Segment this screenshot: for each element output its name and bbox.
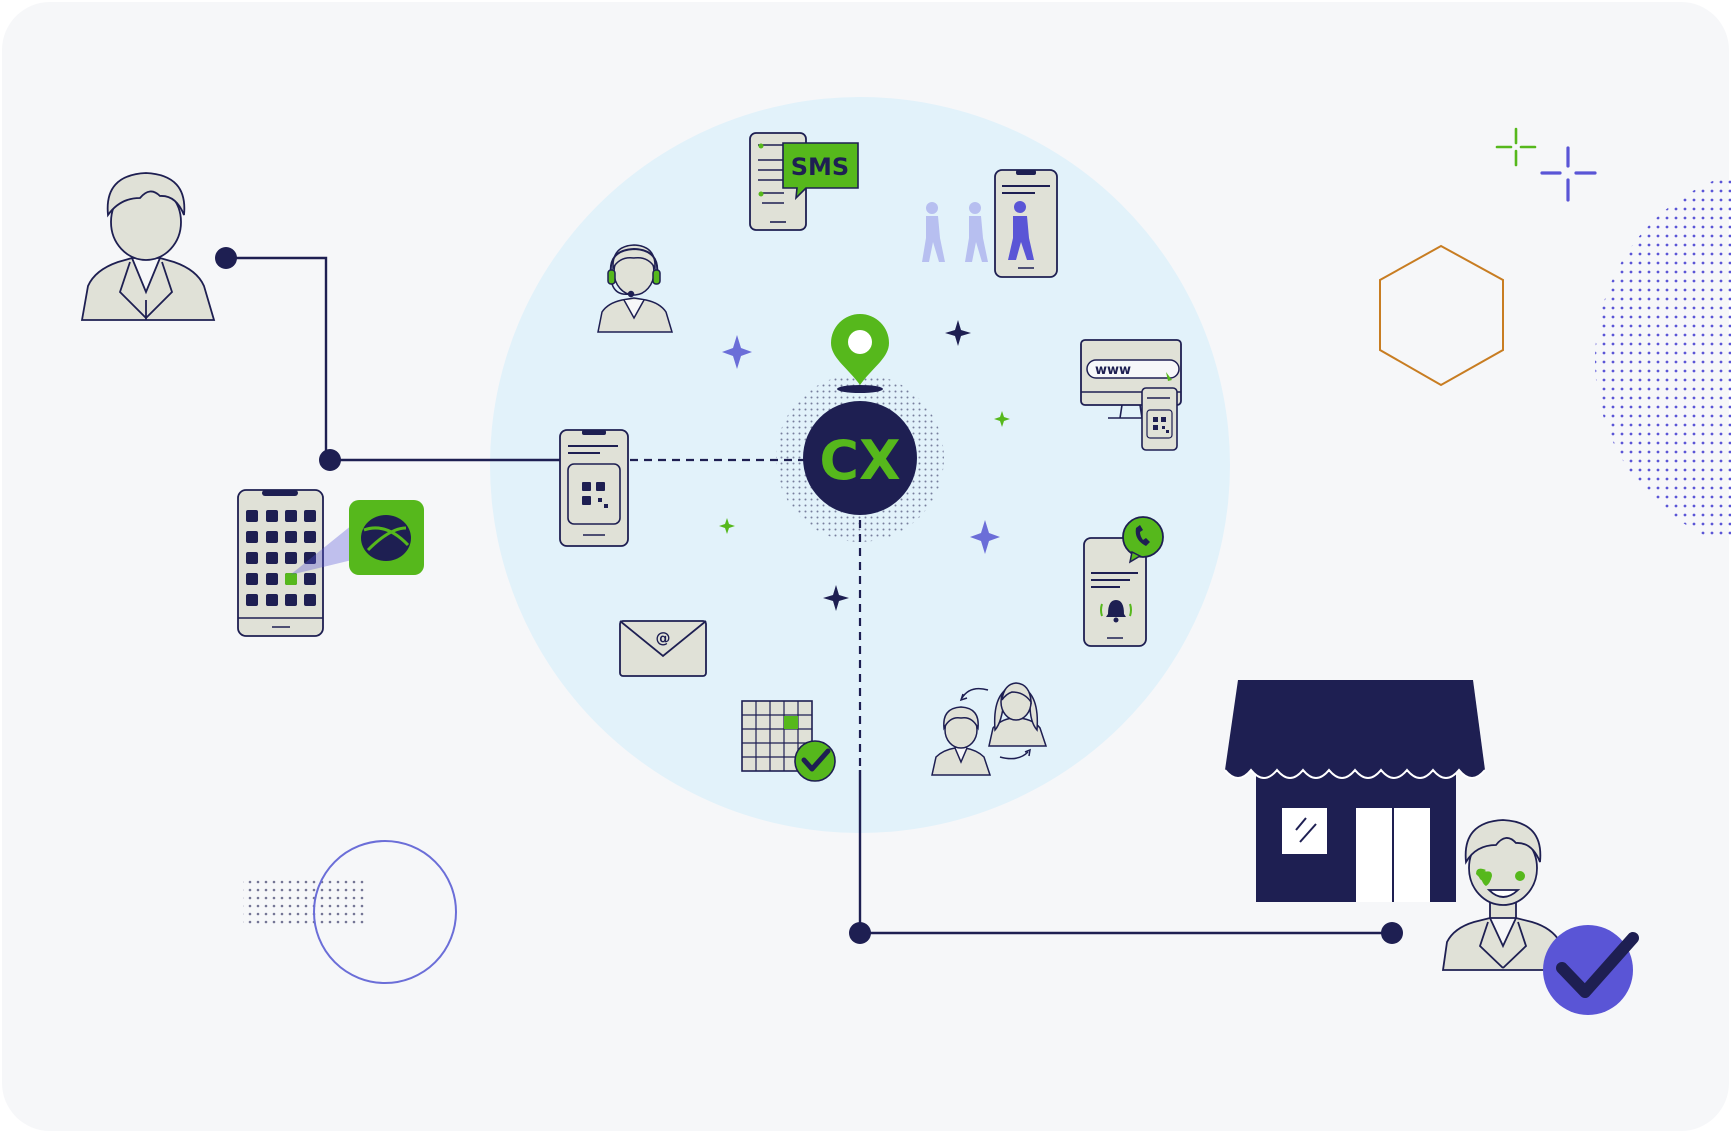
connector-node: [215, 247, 237, 269]
decorative-hexagon: [1379, 244, 1504, 387]
cx-hub-icon: CX: [776, 374, 944, 542]
agent-swap-icon: [931, 682, 1048, 776]
email-envelope-icon: @: [619, 620, 707, 677]
queue-phone-icon: [922, 169, 1058, 278]
app-logo-icon: [349, 500, 424, 575]
cx-label: CX: [819, 429, 900, 492]
sms-phone-icon: SMS: [749, 132, 859, 231]
website-qr-icon: www: [1080, 339, 1182, 451]
store-icon: [1224, 680, 1486, 902]
location-pin-icon: [831, 314, 889, 393]
email-at-symbol: @: [656, 629, 671, 647]
web-label: www: [1095, 363, 1131, 378]
connector-node: [849, 922, 871, 944]
sparkle-icons: [719, 320, 1010, 611]
decorative-dot-band: [243, 876, 368, 926]
checkmark-badge-icon: [1543, 925, 1639, 1015]
calendar-check-icon: [741, 700, 836, 782]
call-notification-phone-icon: [1083, 516, 1164, 647]
qr-phone-icon: [559, 429, 629, 547]
connector-node: [1381, 922, 1403, 944]
agent-headset-icon: [597, 244, 674, 333]
app-grid-phone-icon: [237, 489, 352, 637]
decorative-crosses: [1495, 127, 1597, 202]
sms-label: SMS: [791, 153, 849, 181]
decorative-dot-circle: [1595, 180, 1731, 540]
decorative-ring: [313, 840, 457, 984]
connector-node: [319, 449, 341, 471]
customer-avatar-icon: [80, 172, 216, 321]
